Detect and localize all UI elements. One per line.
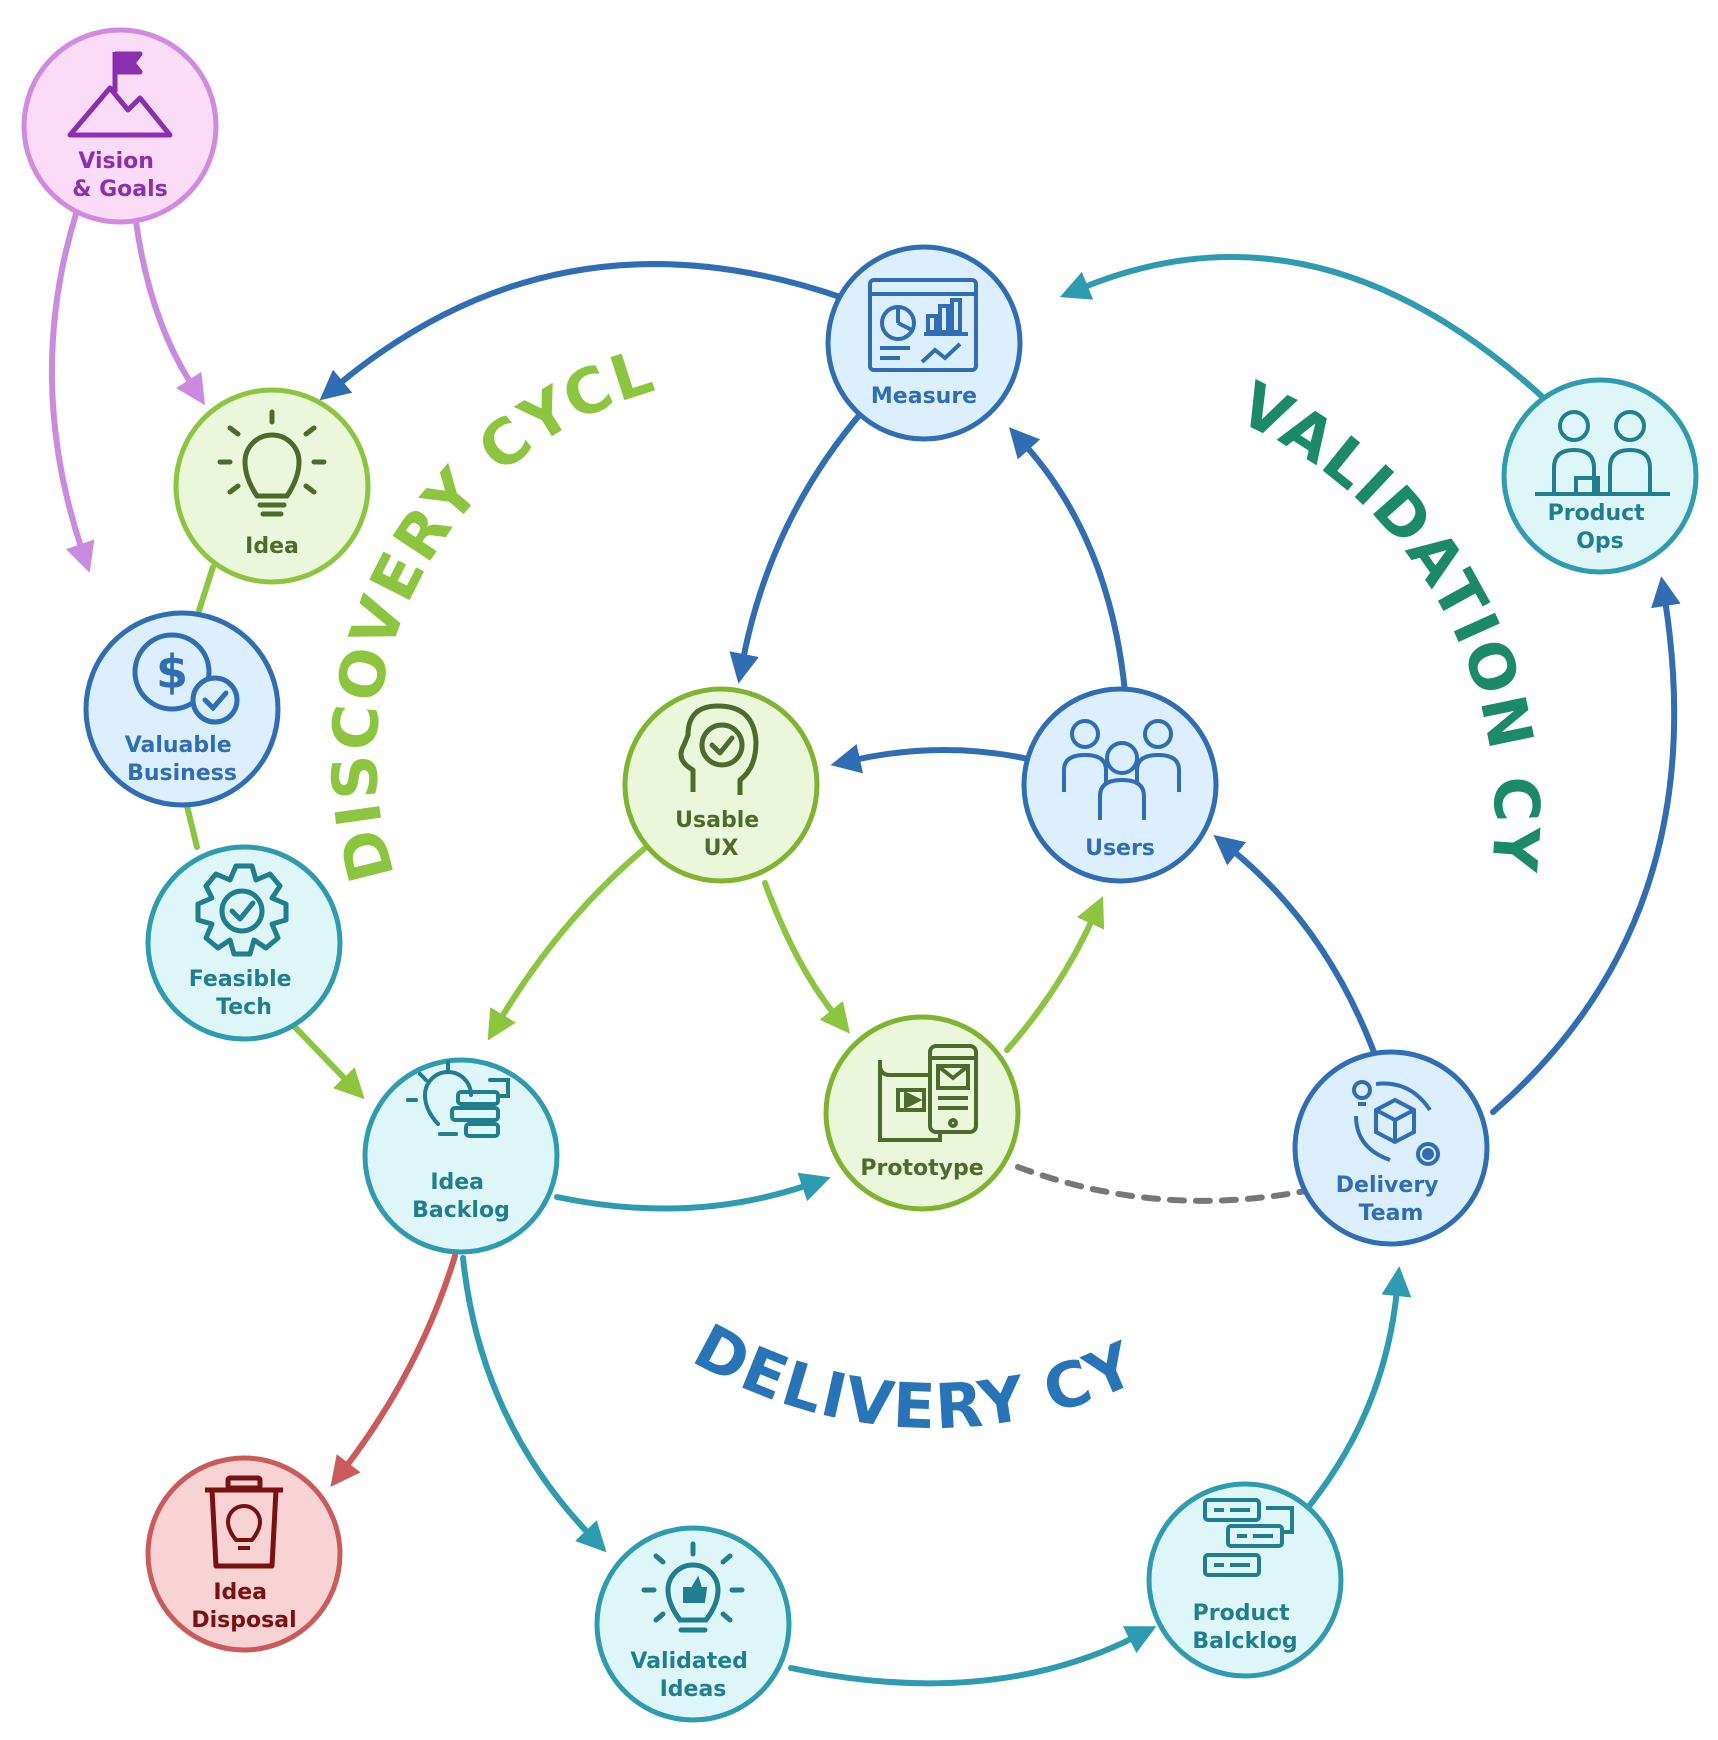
arrow-users-to-ux xyxy=(830,744,1036,774)
svg-text:Measure: Measure xyxy=(871,384,977,409)
arrow-productbacklog-to-delivery xyxy=(1307,1266,1412,1508)
arrow-backlog-to-prototype xyxy=(554,1172,831,1212)
svg-text:Delivery Team: Delivery Team xyxy=(1336,1173,1446,1226)
arrow-delivery-to-users xyxy=(1213,834,1381,1066)
stacked-list-icon xyxy=(1203,1498,1294,1577)
svg-text:Idea: Idea xyxy=(245,534,299,559)
team-desk-icon xyxy=(1535,410,1670,496)
node-measure[interactable]: Measure xyxy=(825,244,1023,442)
node-feasible-tech[interactable]: Feasible Tech xyxy=(145,844,343,1042)
blueprint-phone-icon xyxy=(878,1044,978,1142)
dashed-link-prototype-delivery xyxy=(1015,1164,1313,1204)
users-label: Users xyxy=(1085,836,1155,861)
svg-text:Idea Backlog: Idea Backlog xyxy=(412,1170,510,1223)
idea-disposal-label-line2: Disposal xyxy=(191,1608,296,1633)
arrow-tech-to-backlog xyxy=(287,1019,365,1100)
svg-text:Product Balcklog: Product Balcklog xyxy=(1192,1601,1297,1654)
valuable-business-label-line2: Business xyxy=(127,761,237,786)
feasible-tech-label-line1: Feasible xyxy=(189,967,292,992)
svg-text:Vision & Goals: Vision & Goals xyxy=(72,149,168,202)
gear-check-icon xyxy=(195,863,289,957)
idea-disposal-label-line1: Idea xyxy=(213,1580,267,1605)
arrow-ux-to-prototype xyxy=(762,880,850,1034)
head-check-icon xyxy=(678,703,759,795)
dashboard-icon xyxy=(868,278,978,372)
users-group-icon xyxy=(1062,719,1181,820)
svg-text:Idea Disposal: Idea Disposal xyxy=(191,1580,296,1633)
svg-text:Validated Ideas: Validated Ideas xyxy=(630,1649,755,1702)
svg-text:Users: Users xyxy=(1085,836,1155,861)
dollar-check-icon: $ xyxy=(132,632,240,725)
product-backlog-label-line2: Balcklog xyxy=(1192,1629,1297,1654)
svg-text:Product Ops: Product Ops xyxy=(1548,501,1653,554)
node-valuable-business[interactable]: $ Valuable Business xyxy=(83,610,281,808)
lightbulb-icon xyxy=(217,409,327,517)
idea-label: Idea xyxy=(245,534,299,559)
connections xyxy=(48,211,1681,1687)
idea-backlog-label-line2: Backlog xyxy=(412,1198,510,1223)
node-prototype[interactable]: Prototype xyxy=(823,1014,1021,1212)
measure-label: Measure xyxy=(871,384,977,409)
validated-ideas-label-line1: Validated xyxy=(630,1649,748,1674)
idea-list-icon xyxy=(406,1060,510,1138)
delivery-team-label-line2: Team xyxy=(1359,1201,1424,1226)
arrow-vision-to-idea xyxy=(133,219,206,406)
node-usable-ux[interactable]: Usable UX xyxy=(622,686,820,884)
arrow-measure-to-idea xyxy=(319,261,846,401)
mountain-flag-icon xyxy=(67,51,173,138)
delivery-team-label-line1: Delivery xyxy=(1336,1173,1439,1198)
arrow-ux-to-backlog xyxy=(487,846,647,1041)
node-idea[interactable]: Idea xyxy=(173,387,371,585)
node-vision-goals[interactable]: Vision & Goals xyxy=(21,27,219,225)
arrow-prototype-to-users xyxy=(1004,896,1105,1053)
bulb-thumb-icon xyxy=(641,1541,745,1633)
arrow-delivery-to-productops xyxy=(1490,576,1681,1115)
node-idea-backlog[interactable]: Idea Backlog xyxy=(362,1057,560,1255)
box-cycle-icon xyxy=(1352,1080,1440,1166)
link-idea-to-business xyxy=(194,564,216,620)
node-product-backlog[interactable]: Product Balcklog xyxy=(1146,1481,1344,1679)
node-product-ops[interactable]: Product Ops xyxy=(1501,377,1699,575)
arrow-validated-to-productbacklog xyxy=(788,1626,1157,1687)
arrow-measure-to-ux xyxy=(729,409,865,684)
link-business-to-tech xyxy=(183,799,200,850)
valuable-business-label-line1: Valuable xyxy=(125,733,232,758)
arrow-users-to-measure xyxy=(1009,427,1128,695)
vision-goals-label-line1: Vision xyxy=(78,149,154,174)
svg-text:Feasible Tech: Feasible Tech xyxy=(189,967,299,1020)
trash-bulb-icon xyxy=(205,1475,283,1569)
svg-text:Valuable Business: Valuable Business xyxy=(125,733,240,786)
svg-text:Usable UX: Usable UX xyxy=(675,808,767,861)
feasible-tech-label-line2: Tech xyxy=(216,995,272,1020)
prototype-label: Prototype xyxy=(860,1156,983,1181)
usable-ux-label-line1: Usable xyxy=(675,808,759,833)
arrow-productops-to-measure xyxy=(1059,254,1551,405)
vision-goals-label-line2: & Goals xyxy=(72,177,168,202)
product-backlog-label-line1: Product xyxy=(1193,1601,1291,1626)
arrow-vision-down xyxy=(48,211,95,573)
node-users[interactable]: Users xyxy=(1021,686,1219,884)
node-validated-ideas[interactable]: Validated Ideas xyxy=(594,1525,792,1723)
usable-ux-label-line2: UX xyxy=(704,836,739,861)
product-ops-label-line1: Product xyxy=(1548,501,1646,526)
node-delivery-team[interactable]: Delivery Team xyxy=(1292,1049,1490,1247)
validated-ideas-label-line2: Ideas xyxy=(660,1677,727,1702)
idea-backlog-label-line1: Idea xyxy=(430,1170,484,1195)
svg-text:Prototype: Prototype xyxy=(860,1156,983,1181)
arrow-backlog-to-validated xyxy=(460,1255,607,1553)
node-idea-disposal[interactable]: Idea Disposal xyxy=(145,1455,343,1653)
svg-text:$: $ xyxy=(156,645,188,699)
product-ops-label-line2: Ops xyxy=(1576,529,1624,554)
arrow-backlog-to-disposal xyxy=(330,1253,458,1488)
